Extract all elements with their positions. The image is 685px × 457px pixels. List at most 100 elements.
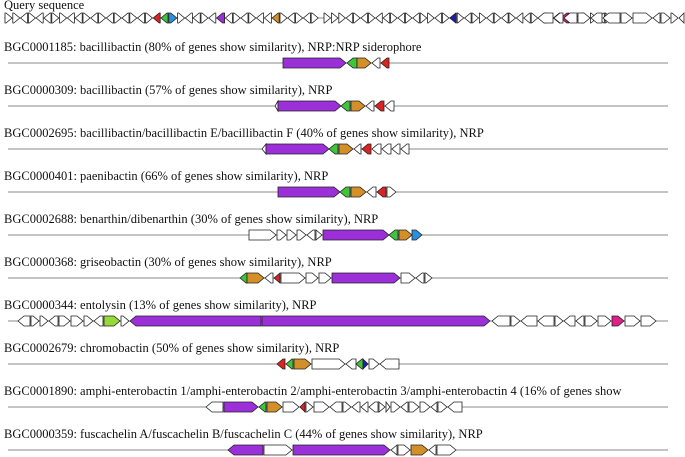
query-gene[interactable] [660,12,671,24]
query-gene[interactable] [12,12,21,24]
hit-3-gene[interactable] [265,143,330,155]
hit-title-7[interactable]: BGC0000344: entolysin (13% of genes show… [4,298,317,312]
query-gene[interactable] [152,12,161,24]
hit-2-gene[interactable] [350,100,366,112]
hit-7-gene[interactable] [491,315,511,327]
hit-7-gene[interactable] [640,315,657,327]
query-gene[interactable] [390,12,398,24]
query-gene[interactable] [19,12,29,24]
query-gene[interactable] [4,12,13,24]
hit-9-gene[interactable] [299,401,306,413]
hit-9-gene[interactable] [408,401,420,413]
hit-9-gene[interactable] [266,401,283,413]
query-gene[interactable] [360,12,368,24]
hit-8-gene[interactable] [355,358,364,370]
hit-7-gene[interactable] [624,315,641,327]
hit-6-gene[interactable] [318,272,332,284]
hit-7-gene[interactable] [510,315,521,327]
hit-3-gene[interactable] [371,143,382,155]
hit-title-8[interactable]: BGC0002679: chromobactin (50% of genes s… [4,341,340,355]
query-gene[interactable] [500,12,509,24]
hit-7-gene[interactable] [120,315,130,327]
query-gene[interactable] [508,12,517,24]
hit-7-gene[interactable] [611,315,625,327]
query-gene[interactable] [302,12,311,24]
query-gene[interactable] [620,12,633,24]
hit-9-gene[interactable] [360,401,369,413]
hit-7-gene[interactable] [554,315,564,327]
query-gene[interactable] [345,12,354,24]
hit-10-gene[interactable] [410,444,429,456]
hit-5-gene[interactable] [248,229,277,241]
query-gene[interactable] [310,12,319,24]
hit-5-gene[interactable] [398,229,413,241]
hit-9-gene[interactable] [282,401,300,413]
query-gene[interactable] [427,12,435,24]
hit-9-gene[interactable] [351,401,361,413]
query-gene[interactable] [200,12,209,24]
hit-3-gene[interactable] [353,143,362,155]
query-gene[interactable] [35,12,44,24]
hit-7-gene[interactable] [537,315,555,327]
hit-7-gene[interactable] [17,315,31,327]
hit-8-gene[interactable] [276,358,286,370]
query-gene[interactable] [382,12,391,24]
hit-5-gene[interactable] [315,229,323,241]
query-gene[interactable] [255,12,265,24]
hit-4-gene[interactable] [366,186,377,198]
hit-6-gene[interactable] [400,272,416,284]
query-gene[interactable] [98,12,107,24]
hit-title-10[interactable]: BGC0000359: fuscachelin A/fuscachelin B/… [4,427,483,441]
hit-8-gene[interactable] [362,358,369,370]
hit-9-gene[interactable] [390,401,401,413]
query-gene[interactable] [515,12,524,24]
hit-9-gene[interactable] [205,401,224,413]
query-gene[interactable] [279,12,288,24]
hit-6-gene[interactable] [246,272,265,284]
query-gene[interactable] [553,12,564,24]
query-gene[interactable] [74,12,83,24]
hit-6-gene[interactable] [239,272,248,284]
query-gene[interactable] [248,12,257,24]
query-gene[interactable] [323,12,332,24]
query-gene[interactable] [493,12,502,24]
query-gene[interactable] [43,12,52,24]
hit-9-gene[interactable] [258,401,267,413]
query-gene[interactable] [240,12,249,24]
hit-8-gene[interactable] [293,358,312,370]
query-gene[interactable] [563,12,578,24]
query-gene[interactable] [208,12,217,24]
hit-1-gene[interactable] [356,57,372,69]
hit-9-gene[interactable] [437,401,448,413]
hit-7-gene[interactable] [48,315,59,327]
hit-7-gene[interactable] [575,315,585,327]
query-gene[interactable] [449,12,457,24]
hit-5-gene[interactable] [411,229,423,241]
hit-5-gene[interactable] [296,229,307,241]
query-gene[interactable] [478,12,487,24]
hit-8-gene[interactable] [345,358,357,370]
hit-5-gene[interactable] [286,229,297,241]
query-gene[interactable] [537,12,554,24]
hit-4-gene[interactable] [386,186,397,198]
hit-3-gene[interactable] [381,143,392,155]
query-gene[interactable] [271,12,280,24]
hit-10-gene[interactable] [263,444,293,456]
query-gene[interactable] [419,12,428,24]
query-gene[interactable] [590,12,603,24]
query-gene[interactable] [184,12,193,24]
query-gene[interactable] [263,12,272,24]
query-gene[interactable] [434,12,442,24]
hit-3-gene[interactable] [328,143,339,155]
hit-2-gene[interactable] [274,99,279,113]
query-gene[interactable] [577,12,591,24]
query-gene[interactable] [105,12,114,24]
query-gene[interactable] [59,12,68,24]
hit-10-gene[interactable] [436,444,457,456]
hit-title-2[interactable]: BGC0000309: bacillibactin (57% of genes … [4,83,333,97]
hit-6-gene[interactable] [273,272,281,284]
query-gene[interactable] [215,12,226,24]
hit-3-gene[interactable] [338,143,354,155]
query-gene[interactable] [51,12,60,24]
hit-1-gene[interactable] [380,57,390,69]
